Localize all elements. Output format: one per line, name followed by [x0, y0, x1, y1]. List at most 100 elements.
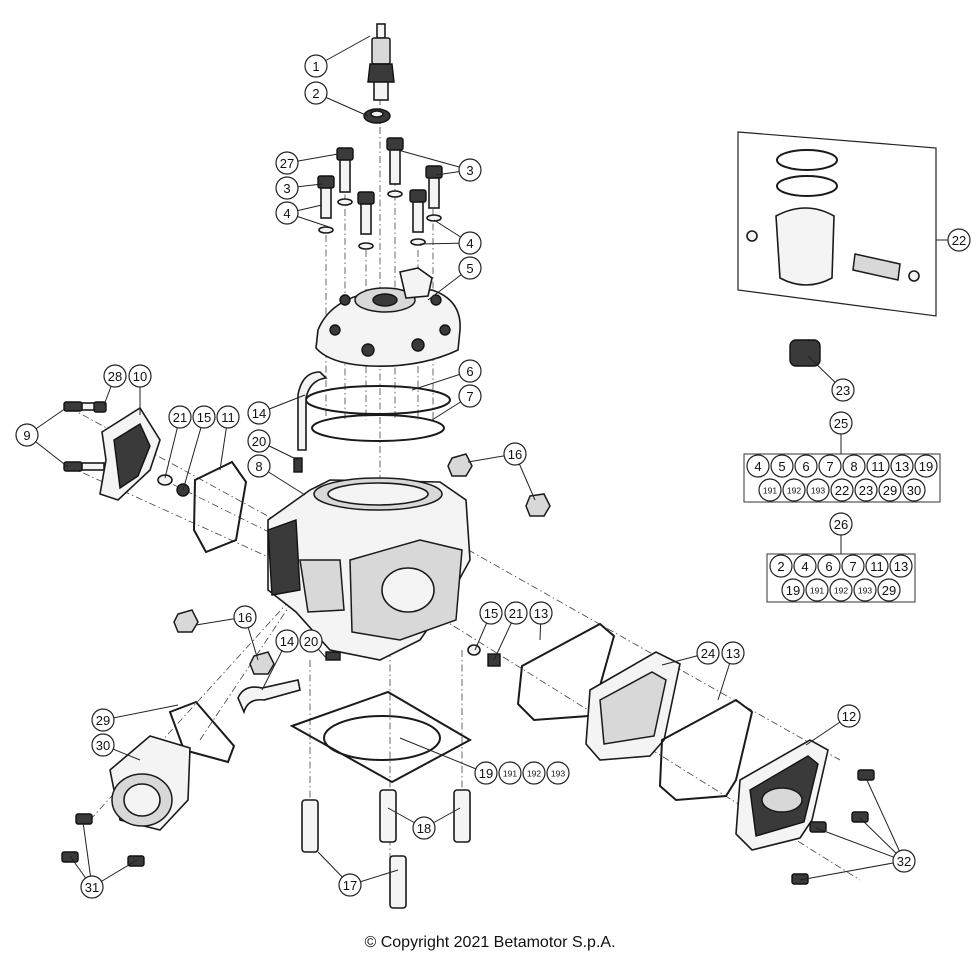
callout-22: 22 [947, 228, 971, 252]
callout-label: 192 [834, 586, 848, 596]
callout-label: 191 [503, 769, 517, 779]
callout-label: 21 [509, 606, 523, 621]
callout-20: 20 [247, 429, 271, 453]
callout-label: 4 [283, 206, 290, 221]
callout-19: 19 [474, 761, 498, 785]
callout-label: 19 [919, 459, 933, 474]
callout-label: 6 [466, 364, 473, 379]
callout-6: 6 [817, 554, 841, 578]
callout-label: 20 [304, 634, 318, 649]
callout-3: 3 [458, 158, 482, 182]
callout-16: 16 [503, 442, 527, 466]
head-washers [318, 190, 442, 250]
callout-19: 19 [914, 454, 938, 478]
callout-14: 14 [247, 401, 271, 425]
callout-31: 31 [80, 875, 104, 899]
right-gasket-13b [658, 698, 754, 802]
callout-191: 191 [805, 578, 829, 602]
cylinder [267, 477, 471, 661]
callout-193: 193 [806, 478, 830, 502]
leader-line [102, 704, 179, 721]
callout-191: 191 [498, 761, 522, 785]
callout-4: 4 [275, 201, 299, 225]
callout-label: 30 [96, 738, 110, 753]
callout-29: 29 [878, 478, 902, 502]
callout-192: 192 [522, 761, 546, 785]
callout-5: 5 [770, 454, 794, 478]
callout-label: 192 [787, 486, 801, 496]
callout-label: 13 [726, 646, 740, 661]
cylinder-nuts [173, 453, 551, 675]
callout-label: 22 [952, 233, 966, 248]
callout-24: 24 [696, 641, 720, 665]
callout-191: 191 [758, 478, 782, 502]
callout-23: 23 [854, 478, 878, 502]
callout-label: 191 [763, 486, 777, 496]
leader-line [799, 860, 905, 881]
callout-label: 4 [466, 236, 473, 251]
callout-13: 13 [890, 454, 914, 478]
callout-label: 3 [466, 163, 473, 178]
callout-label: 7 [849, 559, 856, 574]
callout-label: 8 [255, 459, 262, 474]
callout-label: 11 [871, 459, 885, 474]
callout-label: 29 [883, 483, 897, 498]
needle-bearing [789, 339, 821, 367]
callout-192: 192 [829, 578, 853, 602]
callout-4: 4 [793, 554, 817, 578]
callout-18: 18 [412, 816, 436, 840]
callout-12: 12 [837, 704, 861, 728]
callout-20: 20 [299, 629, 323, 653]
callout-label: 20 [252, 434, 266, 449]
callout-13: 13 [721, 641, 745, 665]
leader-line [399, 737, 487, 774]
callout-label: 193 [858, 586, 872, 596]
callout-label: 13 [534, 606, 548, 621]
callout-label: 6 [825, 559, 832, 574]
callout-label: 29 [882, 583, 896, 598]
callout-label: 191 [810, 586, 824, 596]
callout-label: 5 [778, 459, 785, 474]
callout-label: 16 [508, 447, 522, 462]
callout-6: 6 [794, 454, 818, 478]
callout-label: 29 [96, 713, 110, 728]
callout-label: 14 [280, 634, 294, 649]
exhaust-flange-30 [109, 735, 191, 831]
copyright-text: © Copyright 2021 Betamotor S.p.A. [364, 934, 616, 951]
valve-cover-left [99, 406, 161, 501]
left-bolts [63, 401, 107, 472]
callout-label: 11 [221, 410, 235, 425]
callout-30: 30 [902, 478, 926, 502]
callout-29: 29 [91, 708, 115, 732]
callout-13: 13 [889, 554, 913, 578]
callout-14: 14 [275, 629, 299, 653]
callout-label: 13 [894, 559, 908, 574]
callout-16: 16 [233, 605, 257, 629]
callout-label: 27 [280, 156, 294, 171]
callout-label: 2 [312, 86, 319, 101]
callout-label: 23 [859, 483, 873, 498]
callout-11: 11 [865, 554, 889, 578]
callout-label: 192 [527, 769, 541, 779]
callout-7: 7 [841, 554, 865, 578]
callout-26: 26 [829, 512, 853, 536]
callout-label: 30 [907, 483, 921, 498]
leader-line [865, 777, 905, 862]
bleed-fittings [293, 457, 341, 661]
dowel-pins [301, 789, 471, 909]
callout-192: 192 [782, 478, 806, 502]
head-o-rings [305, 385, 451, 442]
callout-label: 13 [895, 459, 909, 474]
callout-label: 8 [850, 459, 857, 474]
callout-label: 25 [834, 416, 848, 431]
callout-label: 5 [466, 261, 473, 276]
callout-label: 21 [173, 410, 187, 425]
callout-label: 15 [484, 606, 498, 621]
callout-15: 15 [192, 405, 216, 429]
callout-label: 14 [252, 406, 266, 421]
head-bolts [317, 137, 443, 235]
callout-label: 32 [897, 854, 911, 869]
